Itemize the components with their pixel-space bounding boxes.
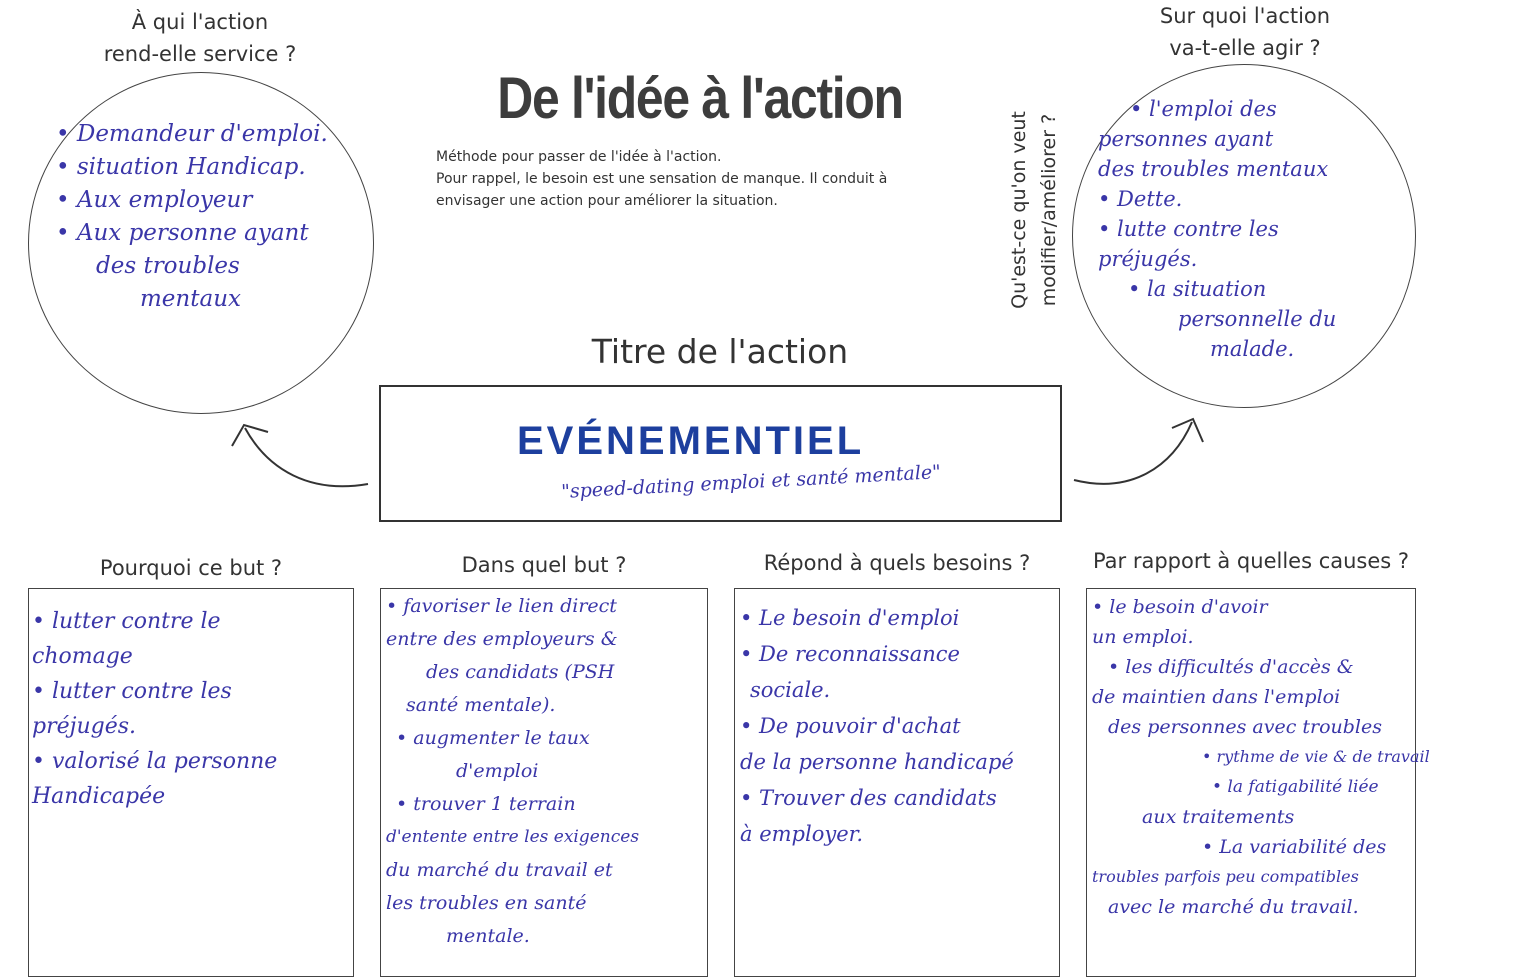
why-answer: • lutter contre le chomage • lutter cont… xyxy=(32,609,278,809)
page-title: De l'idée à l'action xyxy=(497,66,904,131)
arrow-right-head xyxy=(1171,417,1204,443)
goal-answer: • favoriser le lien direct entre des emp… xyxy=(386,595,640,947)
column-label-causes: Par rapport à quelles causes ? xyxy=(1092,549,1410,573)
arrow-right xyxy=(1073,421,1193,485)
action-title-box: EVÉNEMENTIEL "speed-dating emploi et san… xyxy=(379,385,1062,522)
action-title-value: EVÉNEMENTIEL xyxy=(517,419,865,463)
needs-answer: • Le besoin d'emploi • De reconnaissance… xyxy=(740,606,1014,846)
arrow-left xyxy=(244,427,369,488)
column-label-needs: Répond à quels besoins ? xyxy=(763,551,1031,575)
column-label-why: Pourquoi ce but ? xyxy=(99,556,283,580)
page-description: Méthode pour passer de l'idée à l'action… xyxy=(436,149,888,209)
beneficiaries-answer: • Demandeur d'emploi. • situation Handic… xyxy=(56,121,328,312)
target-circle xyxy=(1072,64,1416,408)
arrow-left-head xyxy=(231,423,269,447)
question-target: Sur quoi l'action va-t-elle agir ? xyxy=(1159,4,1331,60)
causes-answer: • le besoin d'avoir un emploi. • les dif… xyxy=(1092,596,1430,918)
column-label-goal: Dans quel but ? xyxy=(461,553,627,577)
target-answer: • l'emploi des personnes ayant des troub… xyxy=(1098,97,1337,361)
action-title-label: Titre de l'action xyxy=(591,332,849,371)
beneficiaries-circle xyxy=(28,72,374,414)
question-beneficiaries: À qui l'action rend-elle service ? xyxy=(103,10,297,66)
